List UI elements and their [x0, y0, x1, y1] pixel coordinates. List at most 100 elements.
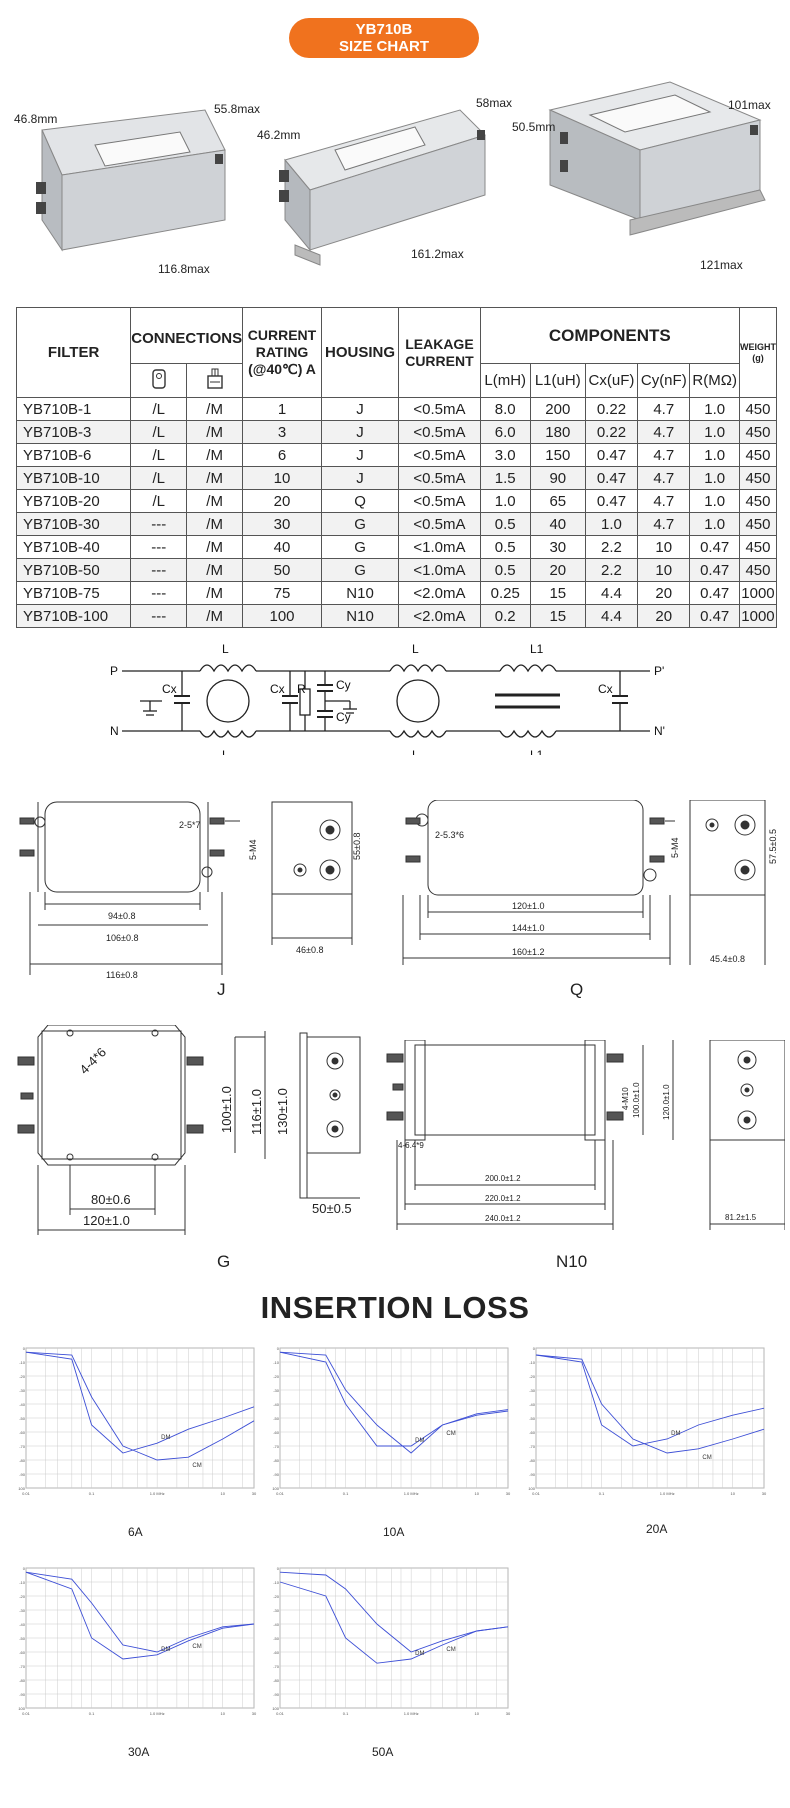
series-label-cm: CM	[446, 1647, 455, 1653]
cell-l1-uh: 15	[529, 581, 586, 605]
header-leakage: LEAKAGE CURRENT	[398, 307, 481, 398]
x-tick-label: 10	[474, 1711, 479, 1716]
n10-height-1: 100.0±1.0	[632, 1082, 641, 1118]
y-tick-label: -60	[273, 1650, 280, 1655]
cell-cy-nf: 4.7	[637, 489, 691, 513]
cell-connection-screw: /M	[186, 443, 244, 467]
cell-cx-uf: 2.2	[584, 558, 639, 582]
header-current-line1: CURRENT	[247, 327, 317, 343]
x-tick-label: 0.01	[276, 1711, 285, 1716]
series-label-cm: CM	[192, 1644, 201, 1650]
y-tick-label: -10	[19, 1360, 26, 1365]
cell-l-mh: 8.0	[479, 397, 531, 421]
cell-r-mohm: 1.0	[689, 397, 740, 421]
header-current-line2: RATING	[255, 344, 309, 360]
x-tick-label: 1.0 MHz	[404, 1491, 419, 1496]
cell-l1-uh: 40	[529, 512, 586, 536]
photo2-length: 161.2max	[411, 247, 464, 261]
cell-connection-screw: /M	[186, 604, 244, 628]
insertion-loss-chart-50a: 0-10-20-30-40-50-60-70-80-90-1000.010.11…	[272, 1566, 511, 1716]
cell-current-rating: 6	[242, 443, 322, 467]
j-side-width: 46±0.8	[296, 945, 323, 955]
cell-cy-nf: 20	[637, 604, 691, 628]
cell-l1-uh: 20	[529, 558, 586, 582]
y-tick-label: -10	[529, 1360, 536, 1365]
cell-leakage-current: <1.0mA	[398, 535, 481, 559]
chart-caption-10a: 10A	[383, 1525, 405, 1539]
filter-photo-q	[279, 109, 486, 266]
label-l1-bottom: L1	[530, 748, 544, 755]
cell-filter-model: YB710B-40	[15, 535, 132, 559]
header-weight-line1: WEIGHT	[739, 341, 776, 352]
chart-caption-30a: 30A	[128, 1745, 150, 1759]
series-line-dm	[279, 1351, 509, 1447]
cell-housing: G	[320, 512, 400, 536]
drawing-g: 4-4*6 80±0.6 120±1.0 100±1.0 116±1.0 130…	[17, 1025, 361, 1235]
cell-connection-screw: /M	[186, 581, 244, 605]
cell-l-mh: 0.5	[479, 558, 531, 582]
cell-leakage-current: <0.5mA	[398, 443, 481, 467]
series-label-dm: DM	[671, 1431, 680, 1437]
cell-connection-screw: /M	[186, 512, 244, 536]
y-tick-label: -10	[19, 1580, 26, 1585]
label-r: R	[297, 682, 306, 696]
y-tick-label: 0	[23, 1566, 26, 1571]
y-tick-label: -100	[272, 1486, 280, 1491]
q-dim-2: 144±1.0	[512, 923, 544, 933]
q-dim-3: 160±1.2	[512, 947, 544, 957]
x-tick-label: 1.0 MHz	[150, 1711, 165, 1716]
label-cy-1: Cy	[336, 678, 351, 692]
photo1-width: 55.8max	[214, 102, 261, 116]
photo2-width: 58max	[476, 96, 513, 110]
cell-weight-g: 450	[738, 489, 778, 513]
cell-cx-uf: 4.4	[584, 604, 639, 628]
header-leakage-line2: CURRENT	[405, 352, 474, 369]
y-tick-label: -50	[19, 1416, 26, 1421]
j-hole-label: 2-5*7	[179, 820, 201, 830]
series-label-cm: CM	[192, 1463, 201, 1469]
n10-height-2: 120.0±1.0	[662, 1084, 671, 1120]
cell-l1-uh: 150	[529, 443, 586, 467]
y-tick-label: -20	[273, 1374, 280, 1379]
y-tick-label: -90	[529, 1472, 536, 1477]
g-side-width: 50±0.5	[312, 1201, 352, 1216]
chart-caption-6a: 6A	[128, 1525, 143, 1539]
y-tick-label: -70	[19, 1664, 26, 1669]
cell-connection-faston: ---	[130, 581, 188, 605]
y-tick-label: -100	[18, 1486, 26, 1491]
filter-photo-j	[36, 109, 226, 252]
y-tick-label: -40	[273, 1402, 280, 1407]
cell-r-mohm: 0.47	[689, 558, 740, 582]
y-tick-label: -70	[273, 1664, 280, 1669]
y-tick-label: -100	[528, 1486, 536, 1491]
label-cx-3: Cx	[598, 682, 613, 696]
x-tick-label: 0.01	[22, 1491, 31, 1496]
cell-weight-g: 450	[738, 397, 778, 421]
y-tick-label: -80	[273, 1458, 280, 1463]
product-photo-3: 50.5mm 101max 121max	[512, 70, 790, 290]
cell-filter-model: YB710B-6	[15, 443, 132, 467]
y-tick-label: -70	[529, 1444, 536, 1449]
cell-weight-g: 450	[738, 558, 778, 582]
insertion-loss-chart-20a: 0-10-20-30-40-50-60-70-80-90-1000.010.11…	[528, 1346, 767, 1496]
cell-housing: G	[320, 558, 400, 582]
y-tick-label: -70	[19, 1444, 26, 1449]
cell-current-rating: 50	[242, 558, 322, 582]
series-line-cm	[535, 1354, 765, 1454]
cell-weight-g: 450	[738, 443, 778, 467]
y-tick-label: 0	[277, 1346, 280, 1351]
y-tick-label: -100	[18, 1706, 26, 1711]
cell-housing: J	[320, 420, 400, 444]
series-label-dm: DM	[415, 1438, 424, 1444]
header-housing: HOUSING	[320, 307, 400, 398]
cell-l1-uh: 65	[529, 489, 586, 513]
insertion-loss-chart-6a: 0-10-20-30-40-50-60-70-80-90-1000.010.11…	[18, 1346, 257, 1496]
g-hole-label: 4-4*6	[77, 1045, 110, 1078]
cell-connection-screw: /M	[186, 558, 244, 582]
header-l1-uh: L1(uH)	[529, 363, 586, 398]
cell-cy-nf: 20	[637, 581, 691, 605]
cell-current-rating: 40	[242, 535, 322, 559]
